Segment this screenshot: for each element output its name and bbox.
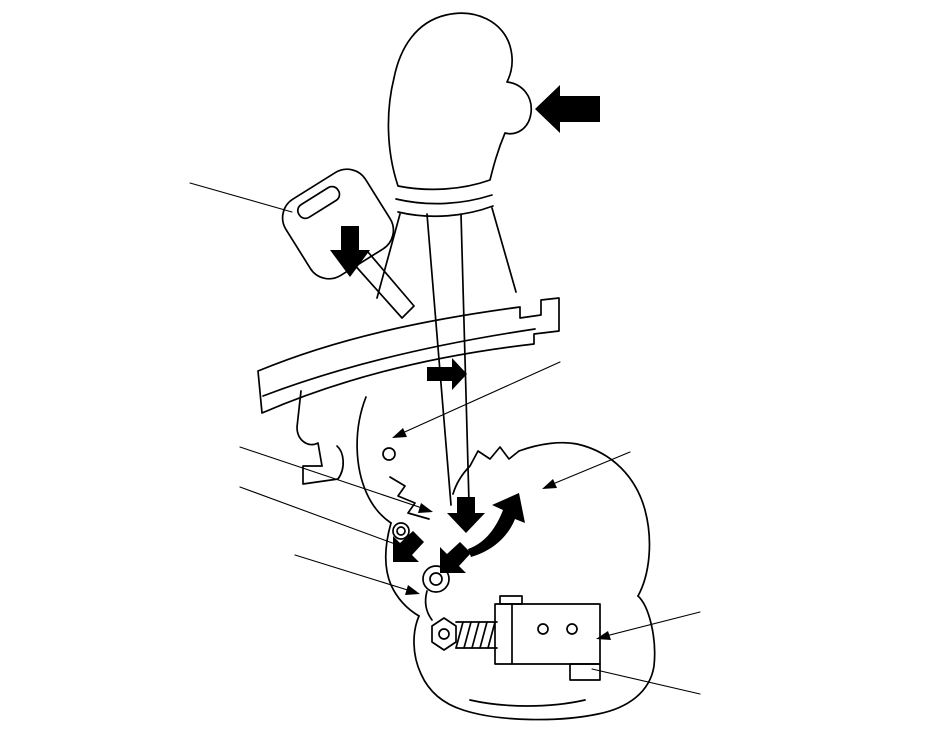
cam-callout-line bbox=[239, 486, 407, 549]
tab-callout-line bbox=[591, 668, 701, 695]
bracket-hole bbox=[382, 447, 396, 461]
rotate-motion-arrow-icon bbox=[468, 493, 525, 557]
shaft-push-arrow-icon bbox=[427, 358, 467, 390]
pivot-callout-line bbox=[239, 446, 429, 511]
bolt-link-line bbox=[424, 590, 433, 621]
solenoid-hole-2 bbox=[566, 623, 578, 635]
key-blade bbox=[351, 251, 415, 319]
lock-cam-inner bbox=[396, 526, 406, 536]
down-motion-arrow-icon bbox=[447, 497, 485, 533]
solenoid-top-tab bbox=[499, 595, 523, 605]
spring-coils bbox=[455, 621, 496, 649]
base-foot-inner-line bbox=[469, 699, 586, 707]
hex-bolt-inner bbox=[438, 628, 450, 640]
pivot-bolt-inner bbox=[429, 572, 443, 586]
knob-collar-line-1 bbox=[395, 194, 493, 205]
solenoid-callout-arrowhead-icon bbox=[596, 631, 611, 640]
shift-knob-outline bbox=[387, 12, 533, 191]
bracket-zigzag-edge bbox=[389, 476, 430, 520]
base-foot-outline bbox=[413, 595, 656, 721]
cam-motion-arrow-1-icon bbox=[393, 531, 424, 562]
knob-collar-line-2 bbox=[397, 205, 494, 218]
bracket-callout-arrowhead-icon bbox=[392, 428, 407, 438]
key-callout-line bbox=[189, 182, 293, 213]
knob-press-arrow-icon bbox=[535, 85, 600, 133]
key-slot bbox=[296, 185, 341, 220]
bolt-callout-line bbox=[294, 554, 415, 593]
housing-top-zigzag bbox=[452, 446, 520, 495]
solenoid-bottom-tab bbox=[569, 663, 601, 681]
solenoid-callout-line bbox=[601, 611, 701, 638]
bolt-callout-arrowhead-icon bbox=[405, 585, 420, 595]
shaft-line-right bbox=[460, 213, 470, 504]
lock-cam-outer bbox=[392, 522, 410, 540]
lever-boot-left-edge bbox=[376, 213, 401, 299]
plate-bracket-hook-1 bbox=[296, 390, 323, 467]
pivot-bolt-outer bbox=[422, 565, 450, 593]
lever-boot-right-edge bbox=[491, 207, 517, 293]
pivot-callout-arrowhead-icon bbox=[418, 503, 433, 513]
leader-lines bbox=[189, 182, 701, 695]
bracket-callout-line bbox=[397, 361, 561, 436]
solenoid-hole-1 bbox=[537, 623, 549, 635]
leader-arrowheads bbox=[392, 428, 611, 640]
hex-bolt bbox=[431, 617, 457, 651]
solenoid-body bbox=[494, 603, 601, 665]
housing-callout-arrowhead-icon bbox=[542, 479, 557, 489]
key-head bbox=[281, 168, 395, 280]
console-plate-outline bbox=[257, 297, 560, 414]
housing-right-outline bbox=[518, 441, 651, 597]
key-push-arrow-icon bbox=[330, 226, 370, 277]
pivot-bracket-left-edge bbox=[356, 396, 392, 524]
console-plate-inner-line bbox=[262, 328, 536, 397]
plate-bracket-hook-2 bbox=[302, 445, 344, 485]
cam-motion-arrow-2-icon bbox=[440, 542, 471, 573]
direction-arrows bbox=[330, 85, 600, 573]
housing-callout-line bbox=[547, 451, 631, 487]
